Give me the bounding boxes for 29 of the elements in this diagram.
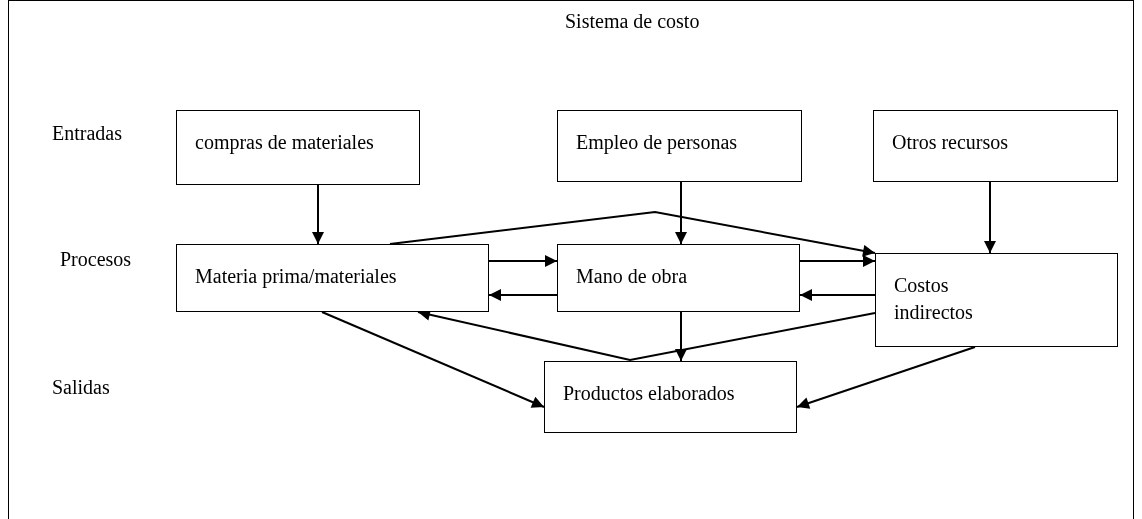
arrow [675, 181, 687, 245]
process-box [557, 110, 802, 182]
row-label: Procesos [60, 247, 132, 272]
arrow [799, 255, 876, 267]
arrow [389, 211, 876, 257]
process-box [557, 244, 800, 312]
box-text: Costos indirectos [894, 273, 974, 325]
arrow [984, 181, 996, 254]
box-text: Empleo de personas [576, 130, 739, 156]
arrow [796, 346, 976, 409]
process-box [176, 110, 420, 185]
arrow [488, 289, 558, 301]
process-box [544, 361, 797, 433]
arrow [799, 289, 876, 301]
box-text: Materia prima/materiales [195, 264, 398, 290]
process-box [873, 110, 1118, 182]
row-label: Salidas [52, 375, 110, 400]
arrow [675, 311, 687, 362]
process-box [875, 253, 1118, 347]
box-text: Productos elaborados [563, 381, 736, 406]
arrow [321, 311, 545, 408]
box-text: Mano de obra [576, 264, 689, 289]
arrow [312, 184, 324, 245]
box-text: compras de materiales [195, 130, 375, 156]
diagram-title: Sistema de costo [565, 9, 700, 34]
box-text: Otros recursos [892, 130, 1010, 155]
process-box [176, 244, 489, 312]
row-label: Entradas [52, 121, 122, 146]
arrow [488, 255, 558, 267]
